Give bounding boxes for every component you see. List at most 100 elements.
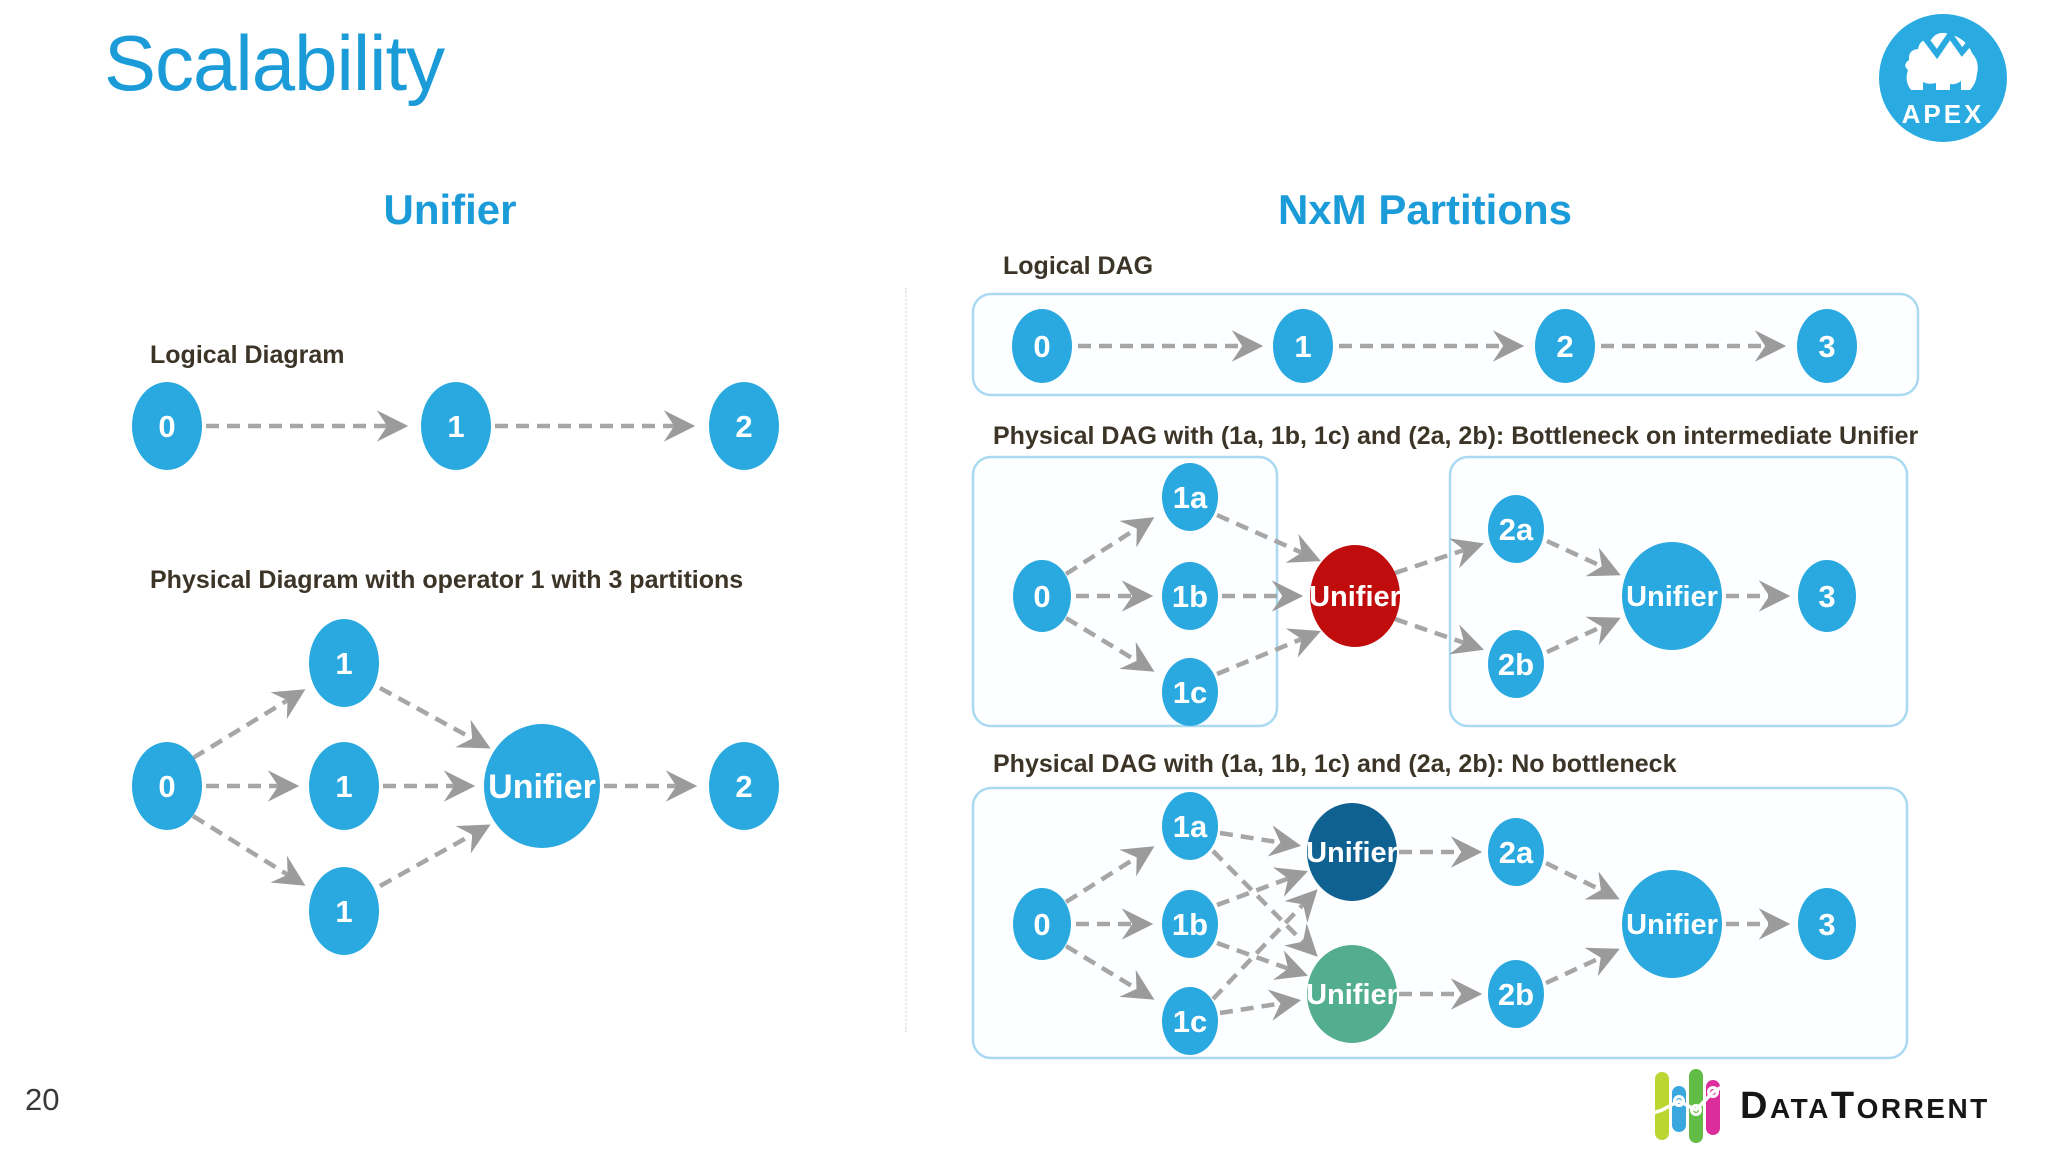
svg-text:1b: 1b bbox=[1172, 907, 1208, 942]
label-logical-dag: Logical DAG bbox=[1003, 252, 1154, 280]
node-1a: 1a bbox=[1162, 792, 1218, 860]
page-number: 20 bbox=[25, 1082, 60, 1117]
node-2b: 2b bbox=[1488, 630, 1544, 698]
label-physical-diagram: Physical Diagram with operator 1 with 3 … bbox=[150, 566, 744, 594]
page-title: Scalability bbox=[104, 19, 445, 107]
heading-nxm-partitions: NxM Partitions bbox=[1277, 186, 1573, 233]
dt-dot bbox=[1690, 1104, 1702, 1116]
node-1c: 1c bbox=[1162, 658, 1218, 726]
edge-arrow bbox=[1216, 512, 1321, 563]
node-sink-2: 2 bbox=[709, 742, 779, 830]
svg-text:Unifier: Unifier bbox=[1626, 581, 1718, 613]
edge-arrow bbox=[1211, 889, 1318, 1001]
node-1a: 1a bbox=[1162, 463, 1218, 531]
svg-text:1a: 1a bbox=[1173, 480, 1208, 515]
svg-text:2a: 2a bbox=[1499, 835, 1534, 870]
edge-arrow bbox=[1394, 538, 1484, 576]
left-logical-diagram: 0 1 2 bbox=[132, 382, 779, 470]
node-unifier-a: Unifier bbox=[1306, 803, 1398, 901]
svg-text:2: 2 bbox=[735, 769, 752, 804]
right-logical-dag: 0 1 2 3 bbox=[971, 292, 1920, 397]
node-partition-1-bottom: 1 bbox=[309, 867, 379, 955]
datatorrent-logo: DATATORRENT bbox=[1645, 1069, 1990, 1143]
node-unifier-bottleneck: Unifier bbox=[1309, 545, 1401, 647]
edge-arrow bbox=[378, 824, 491, 888]
svg-text:0: 0 bbox=[1033, 329, 1050, 364]
edge-arrow bbox=[1216, 867, 1308, 908]
svg-text:0: 0 bbox=[158, 769, 175, 804]
node-source-0: 0 bbox=[1013, 560, 1071, 632]
node-1: 1 bbox=[1273, 309, 1333, 383]
svg-text:1b: 1b bbox=[1172, 579, 1208, 614]
edge-arrow bbox=[378, 686, 491, 749]
svg-text:1: 1 bbox=[335, 646, 352, 681]
dt-bar-yellowgreen bbox=[1655, 1072, 1669, 1140]
right-bottleneck-dag: 0 1a 1b 1c Unifier 2a bbox=[971, 455, 1909, 728]
edge-arrow bbox=[1394, 616, 1484, 655]
node-1c: 1c bbox=[1162, 987, 1218, 1055]
svg-text:2a: 2a bbox=[1499, 512, 1534, 547]
edge-arrow bbox=[1219, 825, 1302, 857]
left-physical-diagram: 0 1 1 1 Unifier 2 bbox=[132, 619, 779, 955]
node-2b: 2b bbox=[1488, 960, 1544, 1028]
node-sink-3: 3 bbox=[1798, 888, 1856, 960]
svg-text:Unifier: Unifier bbox=[488, 768, 596, 806]
svg-text:1c: 1c bbox=[1173, 1004, 1207, 1039]
apex-logo: APEX bbox=[1879, 14, 2007, 142]
heading-unifier: Unifier bbox=[383, 186, 517, 233]
svg-text:3: 3 bbox=[1818, 907, 1835, 942]
no-bottleneck-box bbox=[971, 786, 1909, 1060]
svg-text:2b: 2b bbox=[1498, 647, 1534, 682]
node-1b: 1b bbox=[1162, 562, 1218, 630]
datatorrent-wordmark: DATATORRENT bbox=[1740, 1085, 1990, 1127]
svg-text:1a: 1a bbox=[1173, 809, 1208, 844]
node-partition-1-top: 1 bbox=[309, 619, 379, 707]
svg-text:1: 1 bbox=[447, 409, 464, 444]
edge-arrow bbox=[1216, 940, 1308, 980]
node-source-0: 0 bbox=[1013, 888, 1071, 960]
node-1b: 1b bbox=[1162, 890, 1218, 958]
edge-arrow bbox=[1546, 538, 1621, 577]
dt-sparkline bbox=[1645, 1082, 1728, 1118]
svg-text:Unifier: Unifier bbox=[1306, 979, 1398, 1011]
edge-arrow bbox=[1064, 944, 1155, 1000]
node-sink-3: 3 bbox=[1798, 560, 1856, 632]
svg-text:1: 1 bbox=[1294, 329, 1311, 364]
dt-dot bbox=[1673, 1095, 1685, 1107]
svg-text:1: 1 bbox=[335, 769, 352, 804]
edge-arrow bbox=[1211, 849, 1318, 957]
dt-dot bbox=[1707, 1086, 1719, 1098]
apex-mountain-icon bbox=[1922, 29, 1976, 60]
node-0: 0 bbox=[132, 382, 202, 470]
label-logical-diagram: Logical Diagram bbox=[150, 341, 345, 369]
label-no-bottleneck-dag: Physical DAG with (1a, 1b, 1c) and (2a, … bbox=[993, 750, 1677, 778]
node-3: 3 bbox=[1797, 309, 1857, 383]
svg-text:3: 3 bbox=[1818, 329, 1835, 364]
node-2: 2 bbox=[1535, 309, 1595, 383]
svg-text:Unifier: Unifier bbox=[1626, 909, 1718, 941]
svg-text:0: 0 bbox=[1033, 907, 1050, 942]
node-unifier-b: Unifier bbox=[1306, 945, 1398, 1043]
edge-arrow bbox=[1216, 628, 1321, 677]
apex-logo-text: APEX bbox=[1902, 99, 1985, 129]
edge-arrow bbox=[191, 814, 306, 886]
edge-arrow bbox=[1064, 616, 1155, 672]
node-0: 0 bbox=[1012, 309, 1072, 383]
svg-text:1: 1 bbox=[335, 894, 352, 929]
dt-bar-blue bbox=[1672, 1086, 1686, 1132]
node-source-0: 0 bbox=[132, 742, 202, 830]
svg-text:Unifier: Unifier bbox=[1306, 837, 1398, 869]
node-unifier-2: Unifier bbox=[1622, 542, 1722, 650]
svg-text:0: 0 bbox=[1033, 579, 1050, 614]
node-1: 1 bbox=[421, 382, 491, 470]
node-final-unifier: Unifier bbox=[1622, 870, 1722, 978]
svg-text:1c: 1c bbox=[1173, 675, 1207, 710]
edge-arrow bbox=[1545, 947, 1620, 986]
edge-arrow bbox=[1546, 616, 1621, 655]
svg-text:3: 3 bbox=[1818, 579, 1835, 614]
node-unifier: Unifier bbox=[484, 724, 600, 848]
edge-arrow bbox=[1064, 846, 1155, 904]
section-divider bbox=[905, 288, 907, 1032]
